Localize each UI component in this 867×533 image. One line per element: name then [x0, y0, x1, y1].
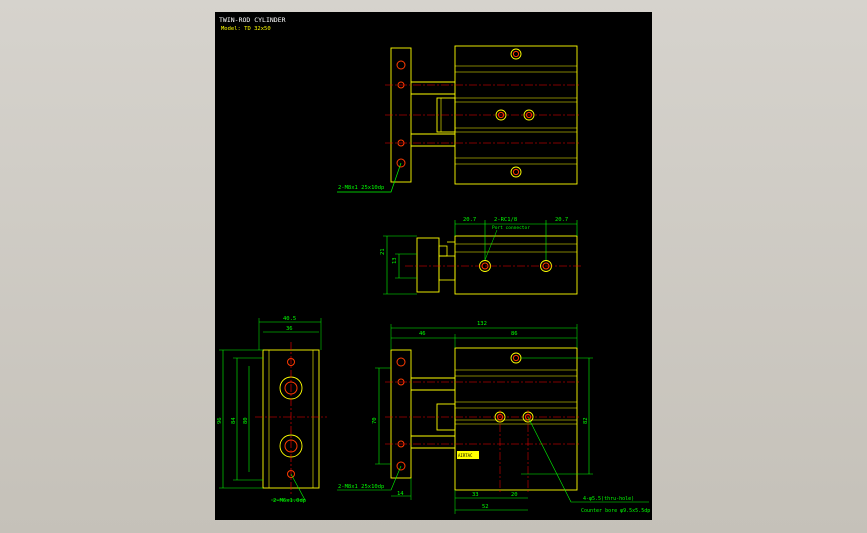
model-label: Model: TD 32x50: [221, 26, 271, 32]
end-height-inner: 80: [243, 417, 249, 424]
front-view-callout: 2-M8x1 25x10dp: [338, 484, 384, 490]
front-view: [337, 324, 649, 514]
end-width-outer: 40.5: [283, 316, 296, 322]
front-d2: 20: [511, 492, 518, 498]
port-label: 2-RC1/8: [494, 217, 517, 223]
drawing-sheet[interactable]: TWIN-ROD CYLINDER Model: TD 32x50: [215, 12, 652, 520]
side-dim-left: 20.7: [463, 217, 476, 223]
top-view-callout: 2-M8x1 25x10dp: [338, 185, 384, 191]
side-dim-right: 20.7: [555, 217, 568, 223]
end-width-inner: 36: [286, 326, 293, 332]
cad-drawing: TWIN-ROD CYLINDER Model: TD 32x50: [217, 16, 650, 514]
port-sub-label: Port connector: [492, 225, 530, 231]
side-height-outer: 21: [380, 248, 386, 255]
end-view: [219, 318, 327, 501]
front-plate: 14: [397, 491, 404, 497]
counterbore-spec: Counter bore φ9.5x5.5dp: [581, 508, 650, 514]
hole-spec: 4-φ5.5(thru-hole): [583, 496, 634, 502]
end-height-total: 96: [217, 417, 223, 424]
front-d1: 33: [472, 492, 479, 498]
side-height-inner: 13: [392, 257, 398, 264]
top-view: [337, 45, 581, 193]
end-height-mid: 84: [231, 417, 237, 424]
nameplate: AIRTAC: [458, 453, 473, 458]
front-left-len: 46: [419, 331, 426, 337]
front-overall: 132: [477, 321, 487, 327]
drawing-title: TWIN-ROD CYLINDER: [219, 16, 286, 24]
end-view-callout: 2-M6x1.0dp: [273, 498, 306, 504]
front-right-len: 86: [511, 331, 518, 337]
front-d3: 52: [482, 504, 489, 510]
front-rod-span: 70: [372, 417, 378, 424]
side-view: [383, 220, 581, 295]
front-body-height: 82: [583, 417, 589, 424]
